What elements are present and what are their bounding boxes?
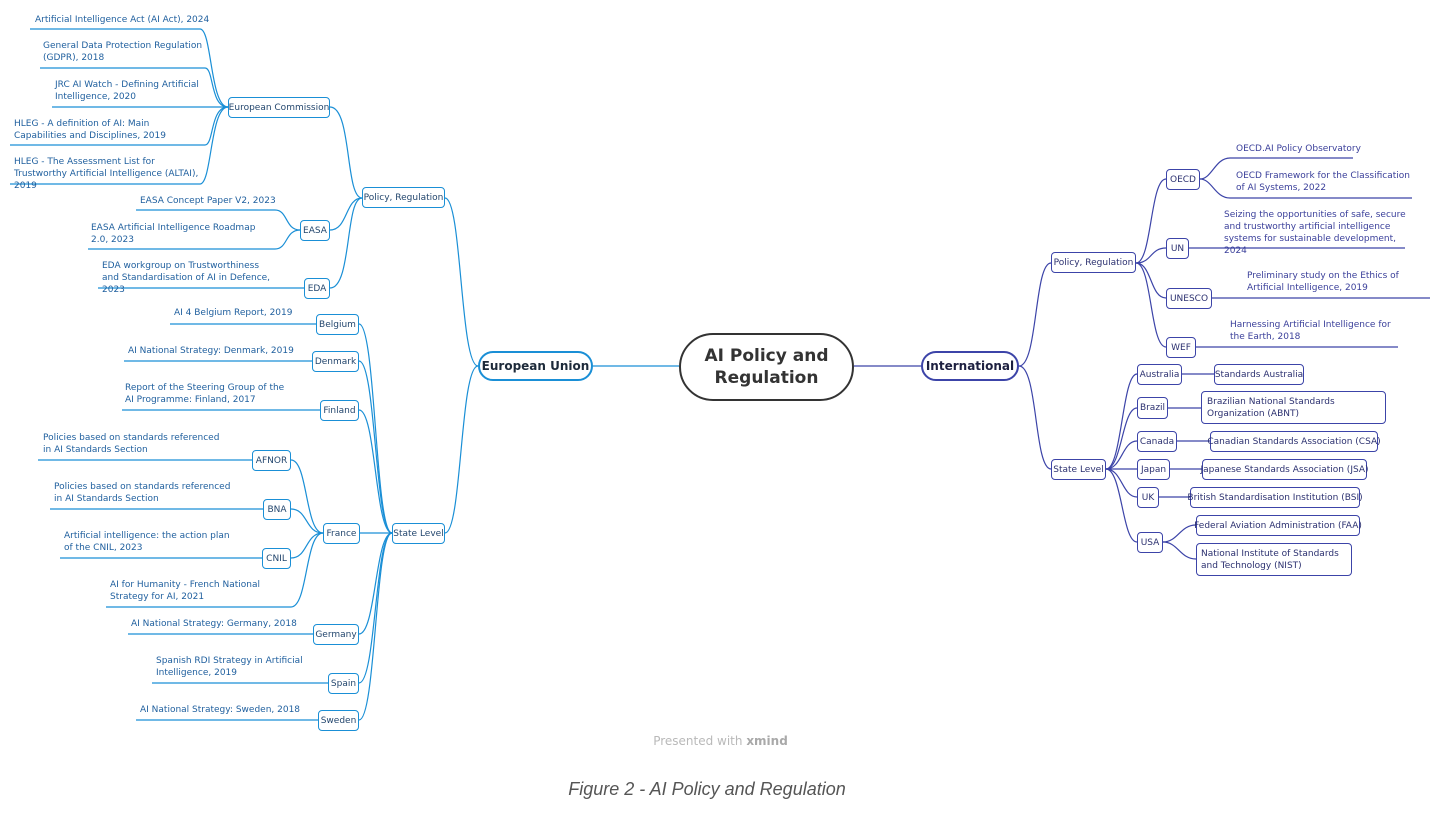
ec-item-ai-act: Artificial Intelligence Act (AI Act), 20… — [35, 15, 210, 25]
spain-node[interactable]: Spain — [328, 673, 359, 694]
usa-body-faa[interactable]: Federal Aviation Administration (FAA) — [1194, 515, 1362, 536]
un-node[interactable]: UN — [1166, 238, 1189, 259]
oecd-node[interactable]: OECD — [1166, 169, 1200, 190]
finland-item: Report of the Steering Group of the AI P… — [125, 383, 285, 405]
ec-item-jrc-ai-watch: JRC AI Watch - Defining Artificial Intel… — [55, 80, 199, 102]
cnil-node[interactable]: CNIL — [262, 548, 291, 569]
belgium-item: AI 4 Belgium Report, 2019 — [174, 308, 293, 318]
canada-body[interactable]: Canadian Standards Association (CSA) — [1207, 431, 1381, 452]
brazil-body[interactable]: Brazilian National Standards Organizatio… — [1201, 391, 1386, 424]
wef-item: Harnessing Artificial Intelligence for t… — [1230, 320, 1391, 342]
australia-body[interactable]: Standards Australia — [1214, 364, 1304, 385]
sweden-item: AI National Strategy: Sweden, 2018 — [140, 705, 301, 715]
un-item: Seizing the opportunities of safe, secur… — [1224, 210, 1406, 256]
germany-node[interactable]: Germany — [313, 624, 359, 645]
eu-state-level-node[interactable]: State Level — [392, 523, 445, 544]
european-commission-node[interactable]: European Commission — [228, 97, 330, 118]
france-node[interactable]: France — [323, 523, 360, 544]
canada-node[interactable]: Canada — [1137, 431, 1177, 452]
ec-item-hleg-altai: HLEG - The Assessment List for Trustwort… — [14, 157, 199, 191]
eda-item-workgroup: EDA workgroup on Trustworthiness and Sta… — [102, 261, 271, 295]
cnil-item: Artificial intelligence: the action plan… — [64, 531, 230, 553]
eda-node[interactable]: EDA — [304, 278, 330, 299]
uk-node[interactable]: UK — [1137, 487, 1159, 508]
belgium-node[interactable]: Belgium — [316, 314, 359, 335]
unesco-item: Preliminary study on the Ethics of Artif… — [1247, 271, 1399, 293]
intl-policy-regulation-node[interactable]: Policy, Regulation — [1051, 252, 1136, 273]
japan-node[interactable]: Japan — [1137, 459, 1170, 480]
eu-policy-regulation-node[interactable]: Policy, Regulation — [362, 187, 445, 208]
afnor-node[interactable]: AFNOR — [252, 450, 291, 471]
credit-prefix: Presented with — [653, 734, 743, 748]
figure-caption: Figure 2 - AI Policy and Regulation — [568, 779, 846, 799]
wef-node[interactable]: WEF — [1166, 337, 1196, 358]
ec-item-gdpr: General Data Protection Regulation (GDPR… — [43, 41, 203, 63]
sweden-node[interactable]: Sweden — [318, 710, 359, 731]
branch-international[interactable]: International — [921, 351, 1019, 381]
branch-european-union[interactable]: European Union — [478, 351, 593, 381]
finland-node[interactable]: Finland — [320, 400, 359, 421]
bna-node[interactable]: BNA — [263, 499, 291, 520]
afnor-item: Policies based on standards referenced i… — [43, 433, 220, 455]
presented-with-credit: Presented with xmind — [0, 734, 1441, 748]
oecd-item-framework: OECD Framework for the Classification of… — [1236, 171, 1410, 193]
easa-node[interactable]: EASA — [300, 220, 330, 241]
australia-node[interactable]: Australia — [1137, 364, 1182, 385]
intl-state-level-node[interactable]: State Level — [1051, 459, 1106, 480]
ec-item-hleg-definition: HLEG - A definition of AI: Main Capabili… — [14, 119, 166, 141]
unesco-node[interactable]: UNESCO — [1166, 288, 1212, 309]
easa-item-concept-paper: EASA Concept Paper V2, 2023 — [140, 196, 276, 206]
bna-item: Policies based on standards referenced i… — [54, 482, 231, 504]
central-topic[interactable]: AI Policy and Regulation — [679, 333, 854, 401]
usa-body-nist[interactable]: National Institute of Standards and Tech… — [1196, 543, 1352, 576]
denmark-node[interactable]: Denmark — [312, 351, 359, 372]
germany-item: AI National Strategy: Germany, 2018 — [131, 619, 297, 629]
france-strategy-item: AI for Humanity - French National Strate… — [110, 580, 260, 602]
spain-item: Spanish RDI Strategy in Artificial Intel… — [156, 656, 303, 678]
japan-body[interactable]: Japanese Standards Association (JSA) — [1200, 459, 1369, 480]
uk-body[interactable]: British Standardisation Institution (BSI… — [1187, 487, 1363, 508]
xmind-brand: xmind — [746, 734, 788, 748]
oecd-item-observatory: OECD.AI Policy Observatory — [1236, 144, 1361, 154]
usa-node[interactable]: USA — [1137, 532, 1163, 553]
easa-item-roadmap: EASA Artificial Intelligence Roadmap 2.0… — [91, 223, 256, 245]
brazil-node[interactable]: Brazil — [1137, 397, 1168, 419]
denmark-item: AI National Strategy: Denmark, 2019 — [128, 346, 294, 356]
